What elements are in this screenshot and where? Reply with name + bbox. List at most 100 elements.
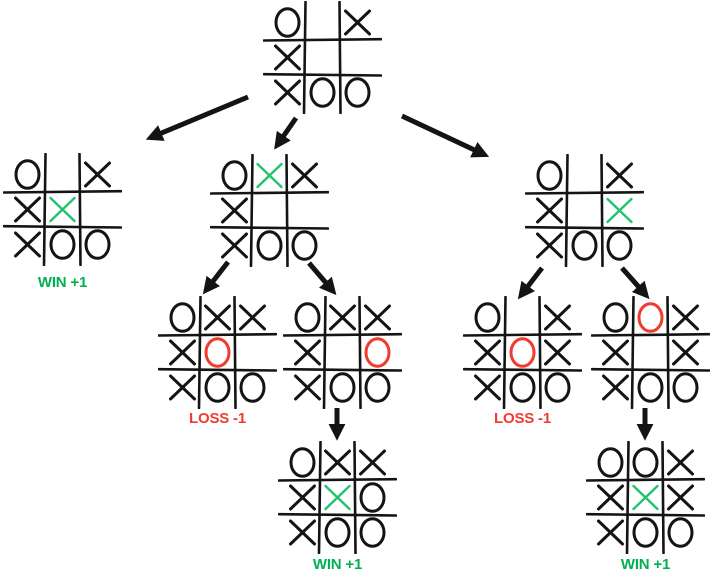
grid-line <box>249 153 254 268</box>
o-mark <box>14 159 41 190</box>
grid-line <box>277 477 398 482</box>
x-mark <box>667 484 694 511</box>
grid-line <box>42 152 47 267</box>
grid-line <box>157 367 278 372</box>
x-mark <box>169 339 196 366</box>
grid-middle-left-grandchild <box>157 295 278 410</box>
grid-line <box>285 153 289 268</box>
grid-line <box>590 332 711 337</box>
arrow-root-to-left-child <box>145 94 249 141</box>
grid-line <box>282 367 403 372</box>
o-mark-highlight <box>637 302 664 333</box>
grid-line <box>78 152 82 267</box>
x-mark <box>221 197 248 224</box>
o-mark-highlight <box>509 337 536 368</box>
x-mark <box>536 232 563 259</box>
grid-line <box>338 0 342 115</box>
o-mark <box>509 372 536 403</box>
grid-line <box>322 295 327 410</box>
x-mark <box>672 339 699 366</box>
x-mark <box>344 9 371 36</box>
x-mark <box>204 304 231 331</box>
arrow-middle-child-to-middle-right-grandchild <box>307 261 337 296</box>
board-left-child <box>2 152 123 267</box>
o-mark-highlight <box>204 337 231 368</box>
board-right-leaf <box>585 440 706 555</box>
x-mark <box>597 519 624 546</box>
x-mark <box>329 304 356 331</box>
grid-line <box>209 225 330 230</box>
x-mark-highlight <box>324 484 351 511</box>
x-mark <box>324 449 351 476</box>
grid-line <box>630 295 635 410</box>
x-mark <box>474 374 501 401</box>
x-mark <box>667 449 694 476</box>
x-mark <box>474 339 501 366</box>
o-mark <box>364 372 391 403</box>
grid-line <box>462 367 583 372</box>
grid-line <box>666 295 670 410</box>
x-mark <box>364 304 391 331</box>
grid-line <box>590 367 711 372</box>
grid-line <box>462 332 583 337</box>
o-mark <box>324 517 351 548</box>
grid-right-leaf <box>585 440 706 555</box>
x-mark-highlight <box>49 196 76 223</box>
grid-right-right-grandchild <box>590 295 711 410</box>
arrow-root-to-middle-child <box>274 116 299 150</box>
x-mark <box>602 339 629 366</box>
o-mark <box>289 447 316 478</box>
o-mark <box>597 447 624 478</box>
arrow-right-child-to-right-right-grandchild <box>620 266 650 300</box>
x-mark <box>544 304 571 331</box>
grid-line <box>209 190 330 195</box>
grid-left-child <box>2 152 123 267</box>
o-mark <box>544 372 571 403</box>
o-mark <box>169 302 196 333</box>
grid-right-child <box>524 153 645 268</box>
o-mark <box>256 230 283 261</box>
x-mark <box>274 79 301 106</box>
x-mark <box>291 162 318 189</box>
o-mark <box>571 230 598 261</box>
o-mark <box>84 229 111 260</box>
o-mark <box>606 230 633 261</box>
x-mark <box>289 484 316 511</box>
x-mark <box>672 304 699 331</box>
grid-right-left-grandchild <box>462 295 583 410</box>
o-mark <box>359 517 386 548</box>
grid-line <box>661 440 665 555</box>
o-mark <box>344 77 371 108</box>
o-mark <box>667 517 694 548</box>
grid-line <box>233 295 237 410</box>
grid-line <box>2 189 123 194</box>
x-mark <box>544 339 571 366</box>
grid-line <box>262 72 383 77</box>
o-mark <box>329 372 356 403</box>
o-mark <box>536 160 563 191</box>
board-root <box>262 0 383 115</box>
o-mark <box>309 77 336 108</box>
x-mark <box>602 374 629 401</box>
x-mark <box>14 196 41 223</box>
grid-line <box>157 332 278 337</box>
grid-middle-leaf <box>277 440 398 555</box>
x-mark <box>274 44 301 71</box>
o-mark <box>602 302 629 333</box>
grid-line <box>302 0 307 115</box>
x-mark <box>294 339 321 366</box>
o-mark <box>294 302 321 333</box>
x-mark <box>597 484 624 511</box>
x-mark <box>14 231 41 258</box>
o-mark <box>221 160 248 191</box>
o-mark <box>632 447 659 478</box>
board-middle-left-grandchild <box>157 295 278 410</box>
x-mark <box>289 519 316 546</box>
arrow-middle-child-to-middle-left-grandchild <box>202 260 230 295</box>
board-middle-right-grandchild <box>282 295 403 410</box>
o-mark-highlight <box>364 337 391 368</box>
grid-line <box>353 440 357 555</box>
grid-line <box>585 512 706 517</box>
x-mark-highlight <box>256 162 283 189</box>
